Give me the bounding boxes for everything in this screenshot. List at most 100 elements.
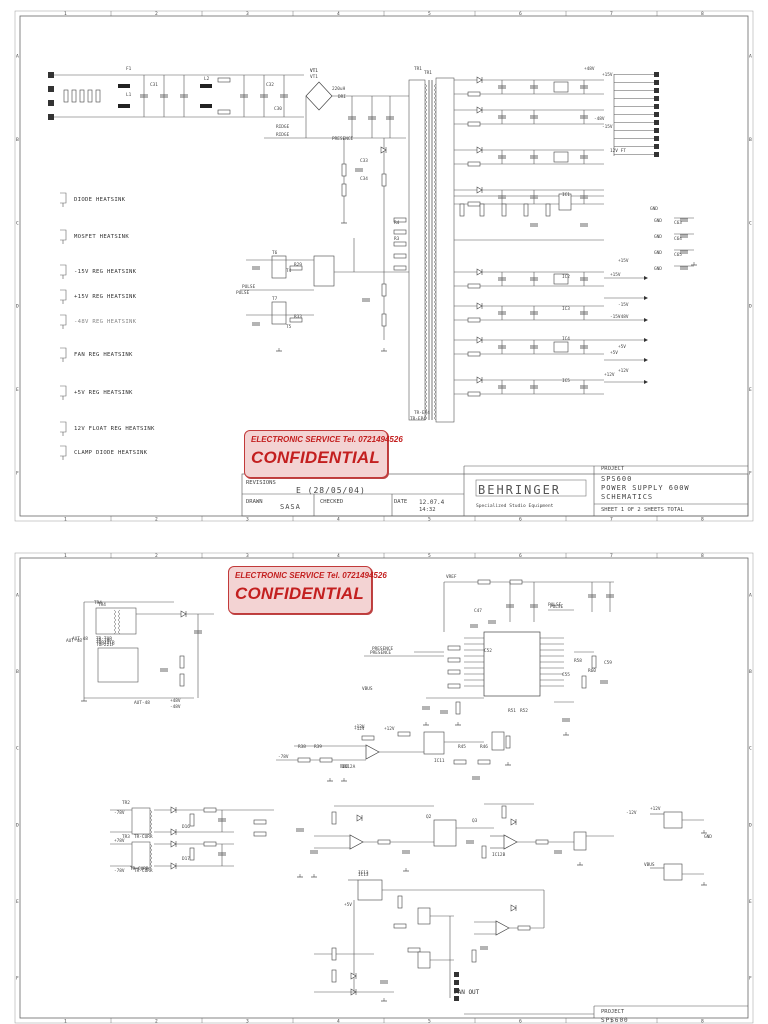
component-label: 7 (610, 11, 613, 17)
resistor-symbol (63, 89, 69, 103)
transformer-winding (435, 77, 455, 423)
resistor-symbol (189, 813, 195, 827)
arrow-symbol (644, 296, 648, 300)
transformer-coil (434, 227, 437, 233)
transformer-coil (113, 609, 116, 615)
resistor-symbol (467, 283, 481, 289)
transformer-coil (424, 207, 427, 213)
resistor-symbol (319, 757, 333, 763)
output-connector-pin (654, 88, 659, 93)
transformer-coil (434, 351, 437, 357)
fan-connector-pin (454, 972, 459, 977)
output-connector-pin (654, 120, 659, 125)
diode-symbol (356, 814, 363, 822)
transformer-coil (424, 355, 427, 361)
fan-connector-pin (454, 996, 459, 1001)
heatsink-label: MOSFET HEATSINK (74, 234, 130, 240)
transformer-coil (434, 271, 437, 277)
resistor-symbol (591, 655, 597, 669)
fan-connector-pin (454, 980, 459, 985)
transformer-coil (424, 131, 427, 137)
component-label: -48V (618, 314, 629, 320)
tagline: Specialized Studio Equipment (476, 504, 554, 509)
component-label: -78V (114, 810, 125, 816)
resistor-symbol (479, 203, 485, 217)
transformer-winding (408, 79, 426, 421)
heatsink-label: +5V REG HEATSINK (74, 390, 133, 396)
transformer-coil (424, 83, 427, 89)
transformer-coil (424, 191, 427, 197)
transformer-coil (424, 103, 427, 109)
transformer-coil (434, 295, 437, 301)
resistor-symbol (331, 969, 337, 983)
transformer-coil (424, 327, 427, 333)
transformer-coil (434, 347, 437, 353)
transformer-coil (434, 159, 437, 165)
transistor-symbol (573, 831, 587, 851)
component-label: VT1 (310, 68, 318, 74)
transistor-symbol (417, 907, 431, 925)
component-label: E (749, 899, 752, 905)
output-connector-pin (654, 112, 659, 117)
component-label: +15V (618, 258, 629, 264)
transformer-coil (434, 263, 437, 269)
transformer-coil (149, 829, 152, 835)
output-connector-pin (654, 96, 659, 101)
transistor-symbol (491, 731, 505, 751)
transformer-coil (434, 211, 437, 217)
component-label: AUT-48 (72, 636, 88, 642)
transformer-coil (424, 303, 427, 309)
transformer-coil (424, 243, 427, 249)
heatsink-symbol (60, 229, 67, 241)
transformer-coil (424, 391, 427, 397)
transformer-coil (434, 359, 437, 365)
ic-block (663, 811, 683, 829)
component-label: 12V FT (610, 148, 626, 154)
component-label: +12V (618, 368, 629, 374)
component-label: AUT-48 (134, 700, 150, 706)
transformer-coil (424, 403, 427, 409)
component-label: 4 (337, 553, 340, 559)
transformer-coil (424, 219, 427, 225)
transformer-coil (424, 211, 427, 217)
component-label: C (16, 220, 19, 226)
component-label: 7 (610, 1019, 613, 1024)
component-label: TR-EP4 (414, 410, 430, 416)
transformer-coil (424, 91, 427, 97)
transformer-coil (424, 215, 427, 221)
transformer-coil (434, 331, 437, 337)
resistor-symbol (253, 819, 267, 825)
transformer-coil (424, 267, 427, 273)
component-label: GND (654, 234, 662, 240)
transformer-coil (149, 813, 152, 819)
transformer-coil (434, 135, 437, 141)
time-value: 14:32 (419, 507, 436, 513)
transformer-coil (434, 251, 437, 257)
transformer-coil (424, 395, 427, 401)
component-label: AUT-48 (66, 638, 82, 644)
inductor-symbol (200, 84, 212, 88)
component-label: C31 (150, 82, 158, 88)
component-label: +12V (384, 726, 395, 732)
transformer-coil (434, 259, 437, 265)
component-label: Q3 (472, 818, 478, 824)
component-label: +15V (602, 72, 613, 78)
component-label: D (16, 304, 19, 310)
component-label: R39 (314, 744, 322, 750)
date-value: 12.07.4 (419, 499, 445, 506)
heatsink-symbol (60, 289, 67, 301)
component-label: C (749, 220, 752, 226)
transformer-coil (424, 119, 427, 125)
component-label: B (16, 669, 19, 675)
transformer-coil (424, 371, 427, 377)
transformer-coil (424, 231, 427, 237)
transformer-coil (118, 613, 121, 619)
component-label: PULSE (242, 284, 256, 290)
component-label: C34 (360, 176, 368, 182)
transformer-coil (424, 263, 427, 269)
transformer-coil (424, 251, 427, 257)
diode-symbol (510, 904, 517, 912)
component-label: -15V (618, 302, 629, 308)
transformer-coil (113, 629, 116, 635)
transformer-coil (424, 291, 427, 297)
